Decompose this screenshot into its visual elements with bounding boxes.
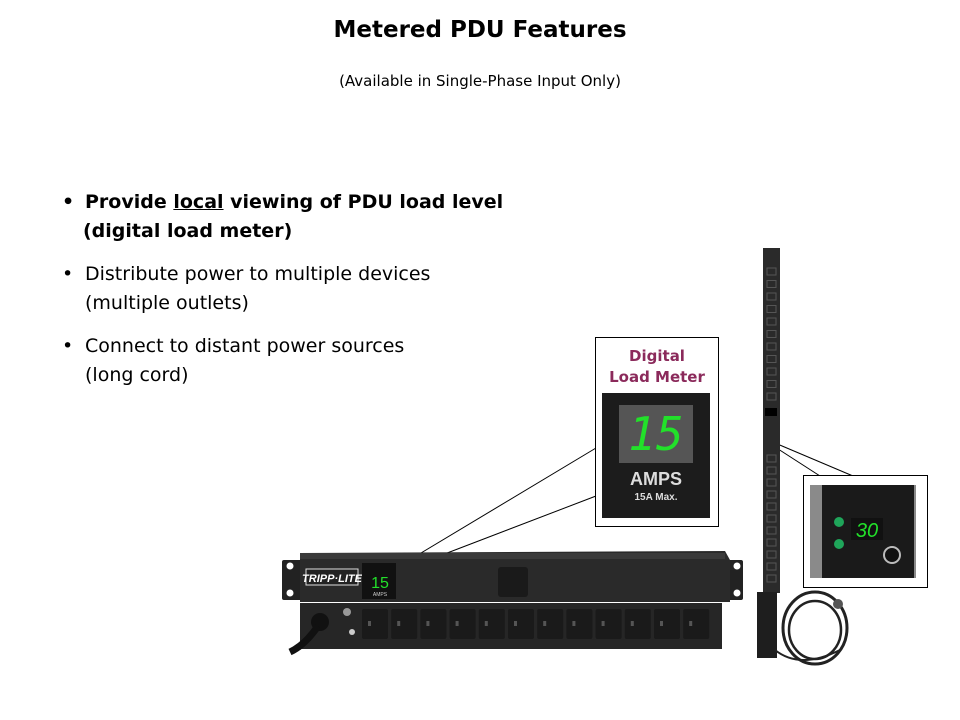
vertical-outlet [766,367,777,376]
bullet-subtext: (multiple outlets) [85,292,249,314]
rear-outlet [362,609,388,639]
coiled-cord [781,590,849,666]
bullet-underlined-text: local [173,191,224,213]
vertical-outlet [766,562,777,571]
bullet-distant-power: Connect to distant power sources (long c… [62,332,582,390]
meter-max-rating: 15A Max. [634,492,678,503]
vertical-outlet [766,502,777,511]
rear-outlet [420,609,447,639]
rear-outlet [537,609,564,639]
rear-outlet [508,609,534,639]
rear-outlet [478,609,505,639]
vertical-outlet [766,342,777,351]
vertical-outlet [766,466,777,475]
vertical-outlet [766,538,777,547]
rear-outlet [595,609,622,639]
vertical-outlet [766,454,777,463]
vertical-meter-closeup-image: 30 [810,485,916,578]
vertical-outlet [766,292,777,301]
slide-subtitle: (Available in Single-Phase Input Only) [339,72,621,90]
vertical-outlet [766,550,777,559]
vertical-outlet [766,478,777,487]
bullet-text: Distribute power to multiple devices [85,263,431,285]
meter-unit: AMPS [629,469,682,489]
vertical-outlet [766,574,777,583]
slide-title: Metered PDU Features [333,17,627,43]
bullet-text: Connect to distant power sources [85,335,405,357]
rear-outlet [654,609,680,639]
power-cord [288,623,321,656]
vertical-outlet [766,355,777,363]
callout-label-line: Load Meter [609,368,705,386]
front-outlet [498,567,528,597]
reset-knob-icon [883,546,901,564]
callout-label: Digital Load Meter [596,346,718,388]
rack-pdu-image: TRIPP·LITE 15 AMPS [282,551,743,656]
vertical-pdu-image [757,248,849,666]
vertical-outlet [766,280,777,288]
callout-label-line: Digital [629,347,685,365]
vertical-outlet [766,380,777,388]
vertical-outlet [766,267,777,276]
rear-outlet [391,609,418,639]
vertical-outlet [766,392,777,401]
rear-outlet [624,609,651,639]
rear-outlet [566,609,593,639]
vertical-outlet [766,330,777,338]
rack-meter-reading: 15 [371,575,389,592]
bullet-local-viewing: Provide local viewing of PDU load level … [62,188,582,246]
meter-closeup-image: 15 AMPS 15A Max. [602,393,710,518]
bullet-subtext: (long cord) [85,364,189,386]
bullet-list: Provide local viewing of PDU load level … [62,188,582,404]
bullet-text: Provide [85,191,174,213]
digital-load-meter-callout: Digital Load Meter 15 AMPS 15A Max. [595,337,719,527]
meter-display: 15 [619,405,693,463]
bullet-distribute-power: Distribute power to multiple devices (mu… [62,260,582,318]
rack-meter-unit: AMPS [373,592,388,598]
vertical-meter-reading: 30 [856,520,878,542]
vertical-outlet [766,305,777,313]
vertical-outlet [766,514,777,523]
callout-leader-line [774,442,854,477]
callout-leader-line [774,446,821,477]
vertical-pdu-meter-callout: 30 [803,475,928,588]
bullet-text: viewing of PDU load level [223,191,504,213]
vertical-outlet [766,490,777,499]
callout-leader-line [395,447,597,569]
rear-outlet [683,609,710,639]
bullet-subtext: (digital load meter) [83,220,293,242]
vertical-outlet [766,317,777,326]
rear-outlet [449,609,476,639]
vertical-outlet [766,526,777,535]
tripp-lite-logo: TRIPP·LITE [302,573,363,585]
